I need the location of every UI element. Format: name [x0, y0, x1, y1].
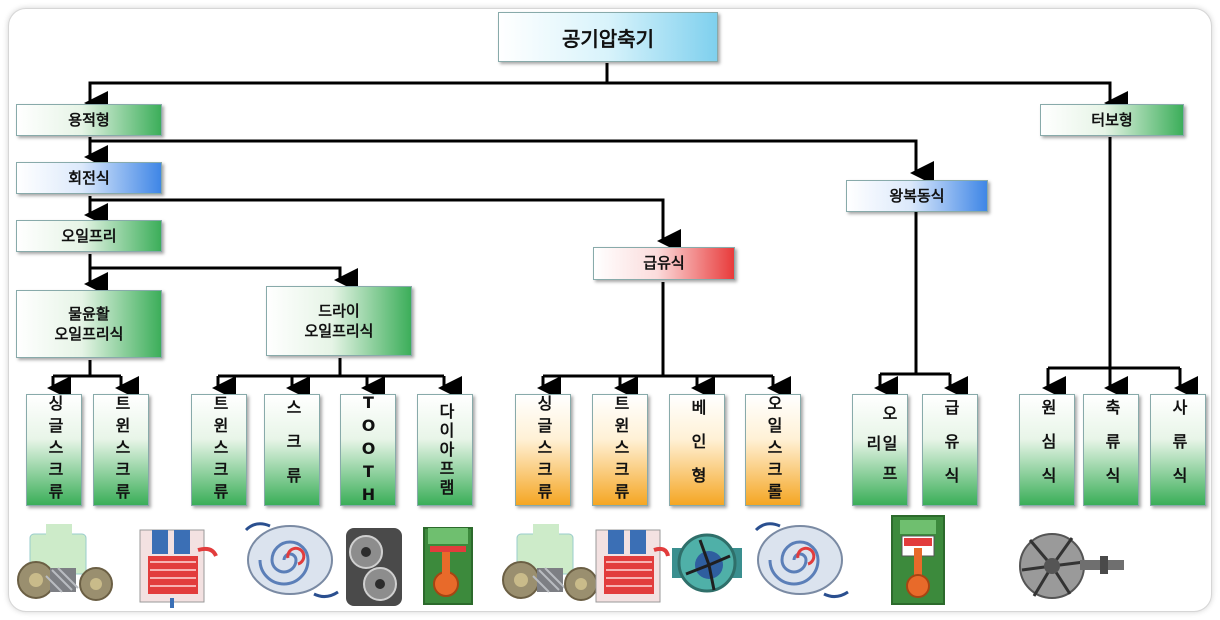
leaf-label: 트윈스크류	[210, 395, 229, 505]
leaf-label: 베인형	[688, 399, 707, 501]
single-screw-illustration-2	[502, 524, 598, 601]
node-reciprocating: 왕복동식	[846, 180, 988, 212]
leaf-label: 축류식	[1102, 399, 1121, 501]
single-screw-illustration	[17, 524, 113, 601]
root-node: 공기압축기	[498, 12, 718, 62]
connector-positive-recip	[90, 139, 934, 185]
node-rotary: 회전식	[16, 162, 162, 194]
leaf-label: 트윈스크류	[112, 395, 131, 505]
node-label: 급유식	[643, 254, 685, 273]
connector-oilflooded-leaves	[543, 282, 773, 378]
turbo-impeller-illustration	[1019, 533, 1124, 599]
node-turbo: 터보형	[1040, 104, 1184, 136]
node-label: 물윤활 오일프리식	[54, 304, 124, 343]
node-dry-oil-free: 드라이 오일프리식	[266, 286, 412, 356]
leaf-water-single-screw: 싱글스크류	[26, 394, 82, 506]
tooth-rotor-illustration	[346, 528, 402, 606]
connector-rotary-oilflooded	[90, 198, 681, 253]
leaf-label: 오일스크롤	[764, 395, 783, 505]
leaf-water-twin-screw: 트윈스크류	[93, 394, 149, 506]
leaf-turbo-centrifugal: 원심식	[1019, 394, 1075, 506]
leaf-oil-twin-screw: 트윈스크류	[592, 394, 648, 506]
node-label: 터보형	[1091, 110, 1133, 129]
scroll-illustration	[244, 522, 339, 599]
twin-screw-cutaway-illustration	[139, 529, 218, 608]
leaf-oil-scroll: 오일스크롤	[745, 394, 801, 506]
diaphragm-illustration	[423, 527, 473, 605]
leaf-dry-screw: 스크류	[264, 394, 320, 506]
leaf-label: 원심식	[1038, 399, 1057, 501]
node-oil-free: 오일프리	[16, 220, 162, 252]
twin-screw-cutaway-illustration-2	[595, 529, 670, 603]
leaf-turbo-diagonal: 사류식	[1150, 394, 1206, 506]
connector-root-positive	[84, 63, 609, 115]
leaf-label: 싱글스크류	[534, 395, 553, 505]
node-oil-flooded: 급유식	[593, 247, 735, 280]
node-label: 드라이 오일프리식	[304, 301, 374, 340]
leaf-label: 오일프리	[863, 405, 898, 495]
node-water-lube-oil-free: 물윤활 오일프리식	[16, 290, 162, 358]
scroll-illustration-2	[754, 522, 849, 599]
reciprocating-piston-illustration	[891, 515, 945, 605]
connector-oilfree-dry	[90, 266, 358, 292]
connector-dry-leaves	[218, 358, 444, 378]
connector-root-turbo	[607, 81, 1128, 115]
leaf-label: 싱글스크류	[45, 395, 64, 505]
node-label: 왕복동식	[889, 186, 945, 205]
leaf-label: TOOTH	[359, 392, 378, 508]
leaf-recip-oil-free: 오일프리	[852, 394, 908, 506]
leaf-dry-diaphragm: 다이아프램	[417, 394, 473, 506]
node-label: 용적형	[68, 110, 110, 129]
node-positive-displacement: 용적형	[16, 104, 162, 136]
root-label: 공기압축기	[562, 26, 654, 51]
leaf-oil-single-screw: 싱글스크류	[515, 394, 571, 506]
leaf-label: 다이아프램	[436, 402, 455, 498]
node-label: 회전식	[68, 168, 110, 187]
leaf-turbo-axial: 축류식	[1083, 394, 1139, 506]
leaf-label: 사류식	[1169, 399, 1188, 501]
leaf-recip-oil-flooded: 급유식	[922, 394, 978, 506]
leaf-dry-tooth: TOOTH	[340, 392, 396, 508]
vane-illustration	[672, 533, 742, 593]
leaf-oil-vane: 베인형	[669, 394, 725, 506]
leaf-label: 트윈스크류	[611, 395, 630, 505]
diagram-frame	[8, 8, 1212, 612]
connector-turbo-leaves	[1048, 137, 1180, 370]
leaf-label: 스크류	[283, 399, 302, 501]
connector-recip-leaves	[880, 212, 950, 376]
node-label: 오일프리	[61, 226, 117, 245]
leaf-label: 급유식	[941, 399, 960, 501]
leaf-dry-twin-screw: 트윈스크류	[191, 394, 247, 506]
